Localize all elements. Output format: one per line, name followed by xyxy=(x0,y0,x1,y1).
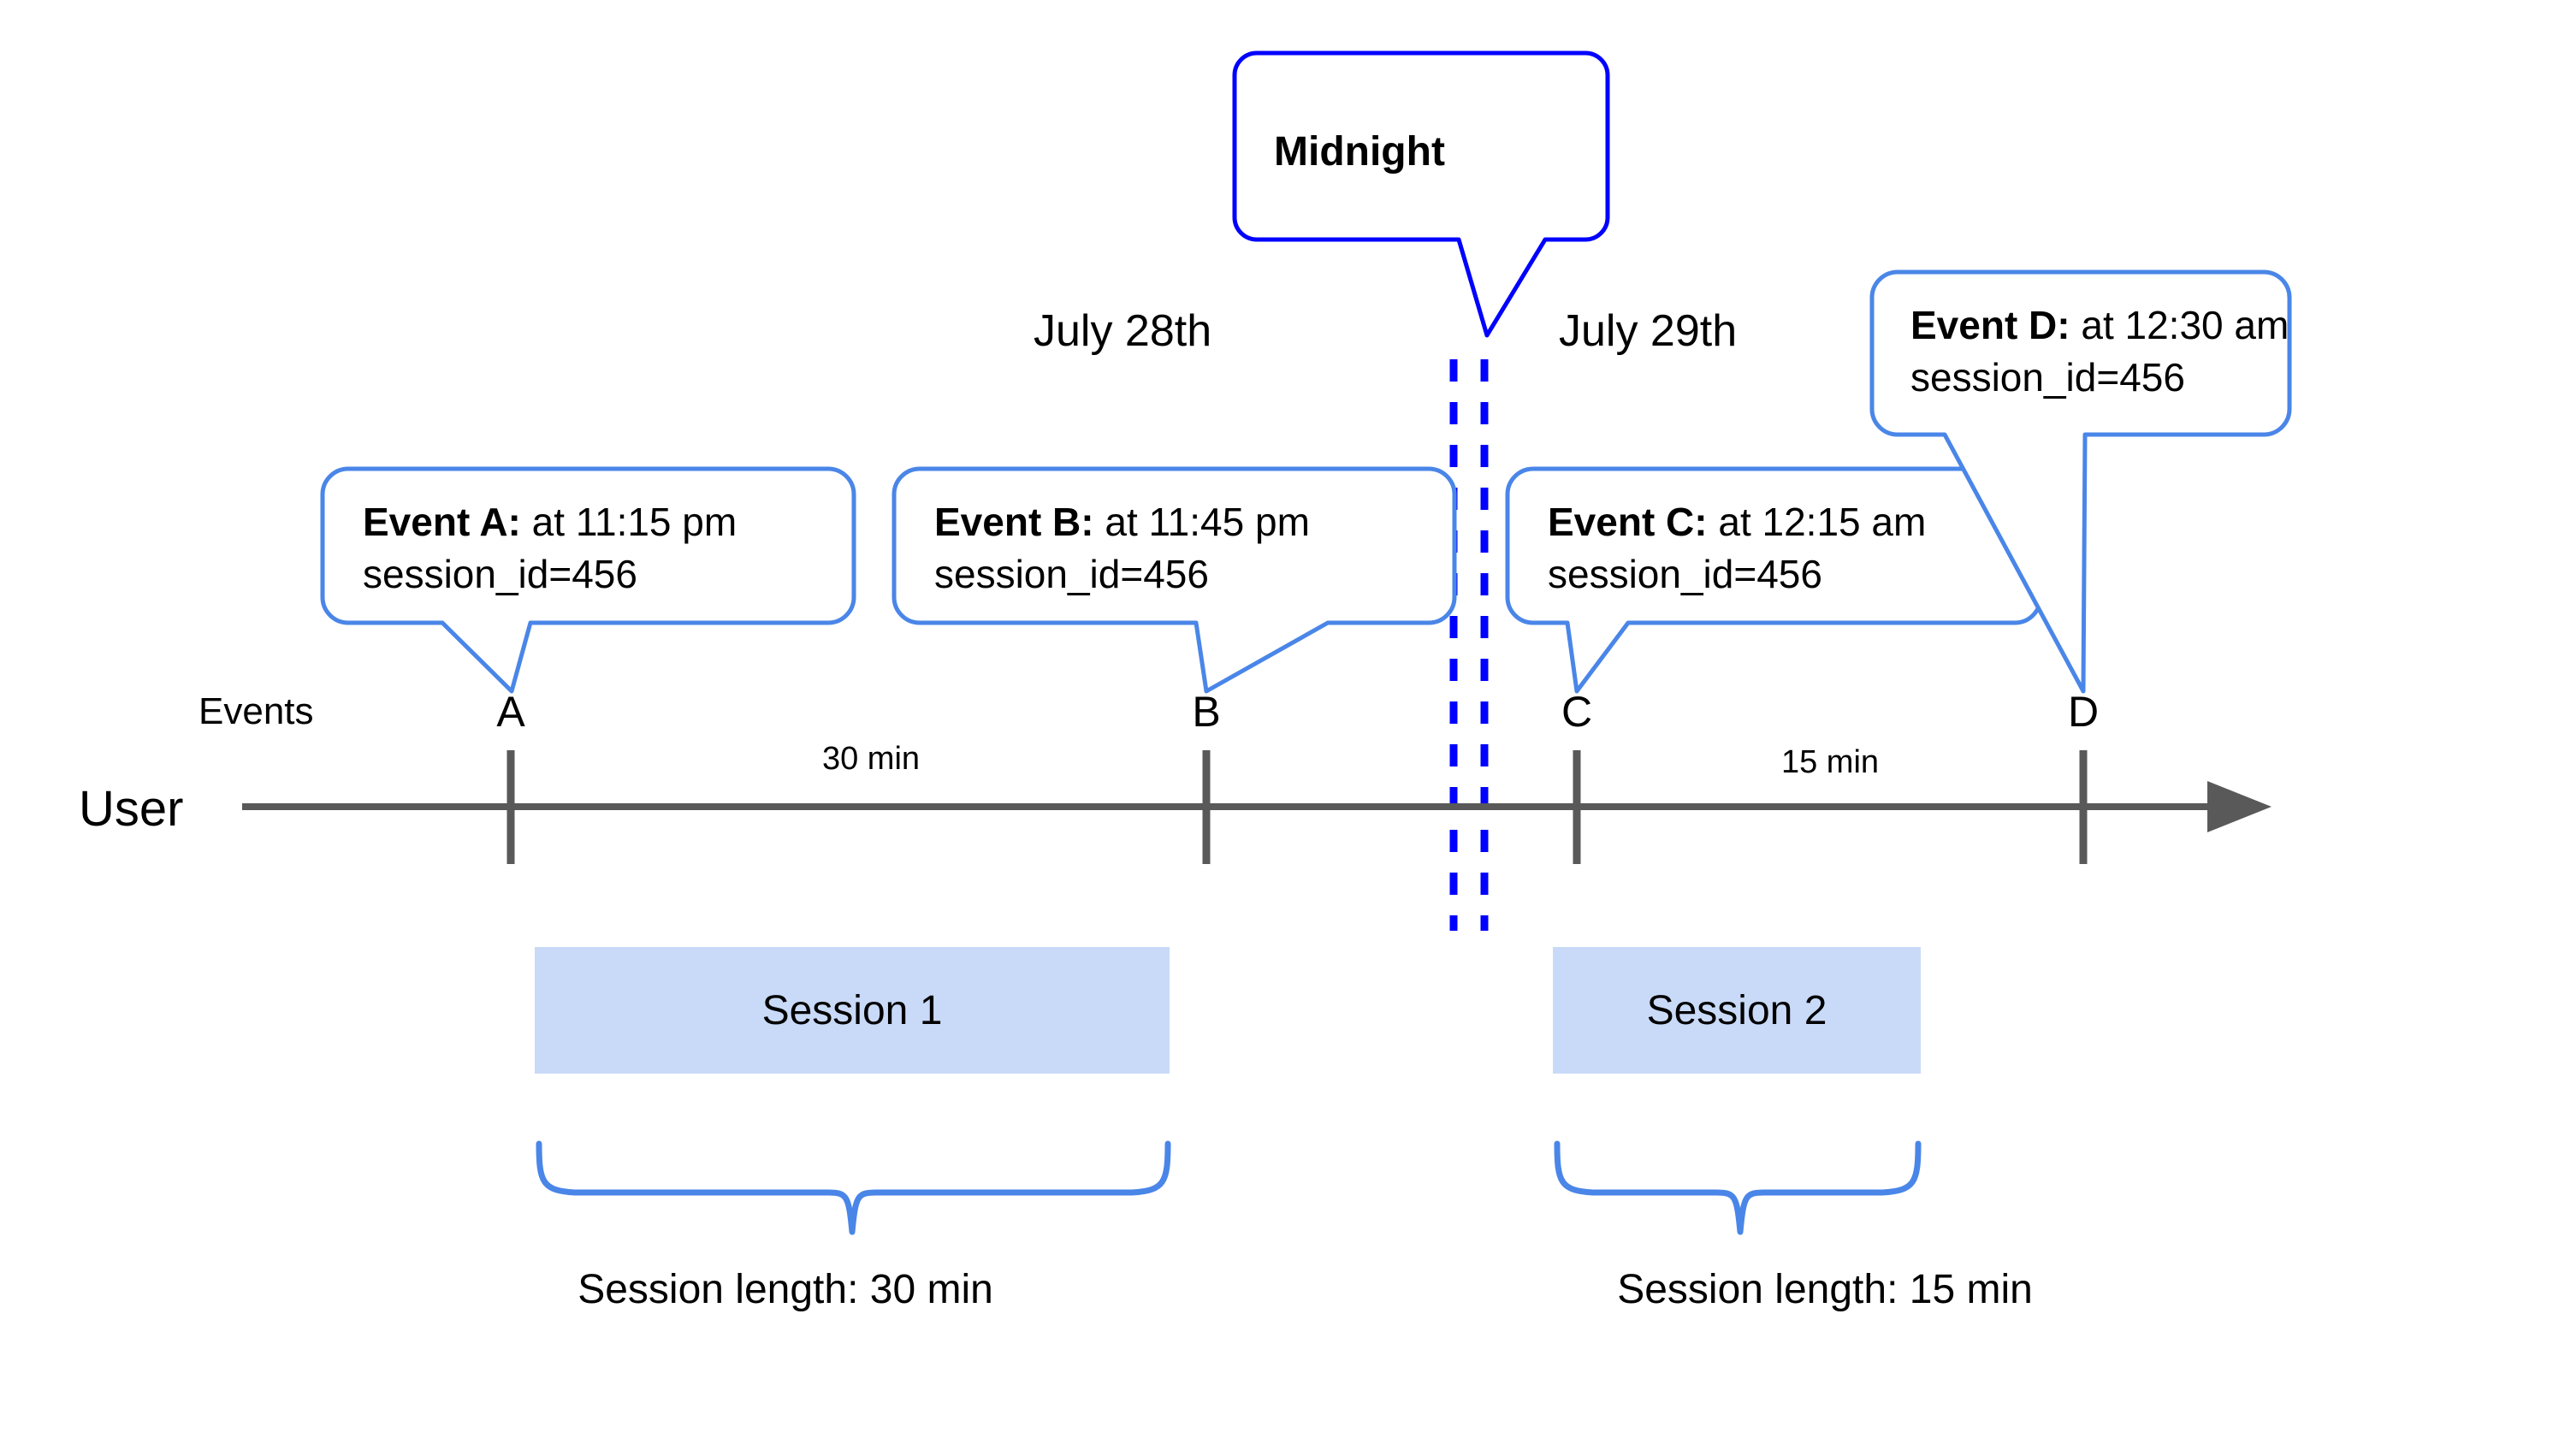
midnight-label: Midnight xyxy=(1274,129,1445,175)
date-label-july-28: July 28th xyxy=(1034,306,1212,356)
session-1-box: Session 1 xyxy=(535,947,1170,1074)
event-a-session-id: session_id=456 xyxy=(363,552,637,597)
session-1-length-caption: Session length: 30 min xyxy=(578,1267,993,1312)
event-c-callout-text: Event C: at 12:15 am session_id=456 xyxy=(1548,496,1926,601)
event-b-title: Event B: xyxy=(934,500,1094,544)
marker-label-a: A xyxy=(496,688,525,736)
timeline-axis xyxy=(242,781,2272,832)
axis-row-label-events: Events xyxy=(198,690,314,732)
event-d-callout-text: Event D: at 12:30 am session_id=456 xyxy=(1910,299,2289,404)
event-a-title: Event A: xyxy=(363,500,521,544)
session-2-length-caption: Session length: 15 min xyxy=(1617,1267,2033,1312)
event-a-callout-text: Event A: at 11:15 pm session_id=456 xyxy=(363,496,737,601)
session-1-label: Session 1 xyxy=(761,987,943,1033)
event-b-session-id: session_id=456 xyxy=(934,552,1209,597)
event-b-callout-text: Event B: at 11:45 pm session_id=456 xyxy=(934,496,1310,601)
midnight-callout-shape xyxy=(1232,50,1610,338)
event-d-title: Event D: xyxy=(1910,303,2070,347)
duration-label-15-min: 15 min xyxy=(1780,744,1880,780)
event-c-title: Event C: xyxy=(1548,500,1708,544)
marker-label-d: D xyxy=(2067,688,2100,736)
midnight-dashed-lines xyxy=(1449,359,1489,931)
session-2-box: Session 2 xyxy=(1553,947,1921,1074)
session-2-label: Session 2 xyxy=(1646,987,1827,1033)
axis-row-label-user: User xyxy=(79,781,184,837)
duration-label-30-min: 30 min xyxy=(821,741,921,777)
session-1-brace xyxy=(536,1140,1171,1235)
date-label-july-29: July 29th xyxy=(1559,306,1738,356)
event-c-time: at 12:15 am xyxy=(1707,500,1927,544)
marker-label-b: B xyxy=(1192,688,1221,736)
event-a-time: at 11:15 pm xyxy=(520,500,737,544)
timeline-arrowhead xyxy=(2207,781,2272,832)
event-d-time: at 12:30 am xyxy=(2070,303,2289,347)
session-2-brace xyxy=(1554,1140,1922,1235)
event-b-time: at 11:45 pm xyxy=(1093,500,1310,544)
event-d-session-id: session_id=456 xyxy=(1910,355,2185,400)
event-c-session-id: session_id=456 xyxy=(1548,552,1822,597)
marker-label-c: C xyxy=(1561,688,1593,736)
